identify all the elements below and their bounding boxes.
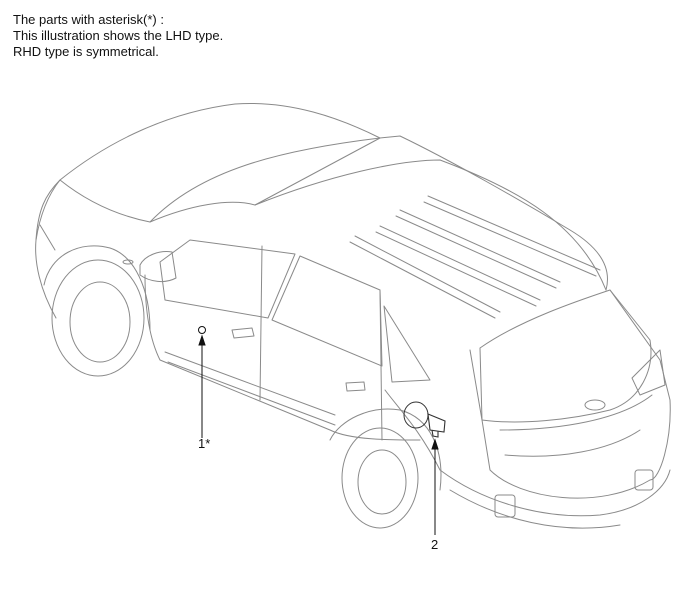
note-line-rhd: RHD type is symmetrical. — [13, 44, 159, 59]
callout-label-2: 2 — [431, 537, 439, 552]
notes-block: The parts with asterisk(*) : This illust… — [13, 12, 223, 60]
note-line-asterisk: The parts with asterisk(*) : — [13, 12, 164, 27]
leader-lines — [198, 334, 439, 535]
note-line-lhd: This illustration shows the LHD type. — [13, 28, 224, 43]
callout-label-1: 1* — [198, 436, 211, 451]
arrowhead-1 — [198, 334, 206, 346]
sensor-part-2 — [427, 413, 446, 438]
part-1-marker — [198, 326, 206, 334]
vehicle-outline — [35, 102, 671, 529]
arrowhead-2 — [431, 438, 439, 450]
